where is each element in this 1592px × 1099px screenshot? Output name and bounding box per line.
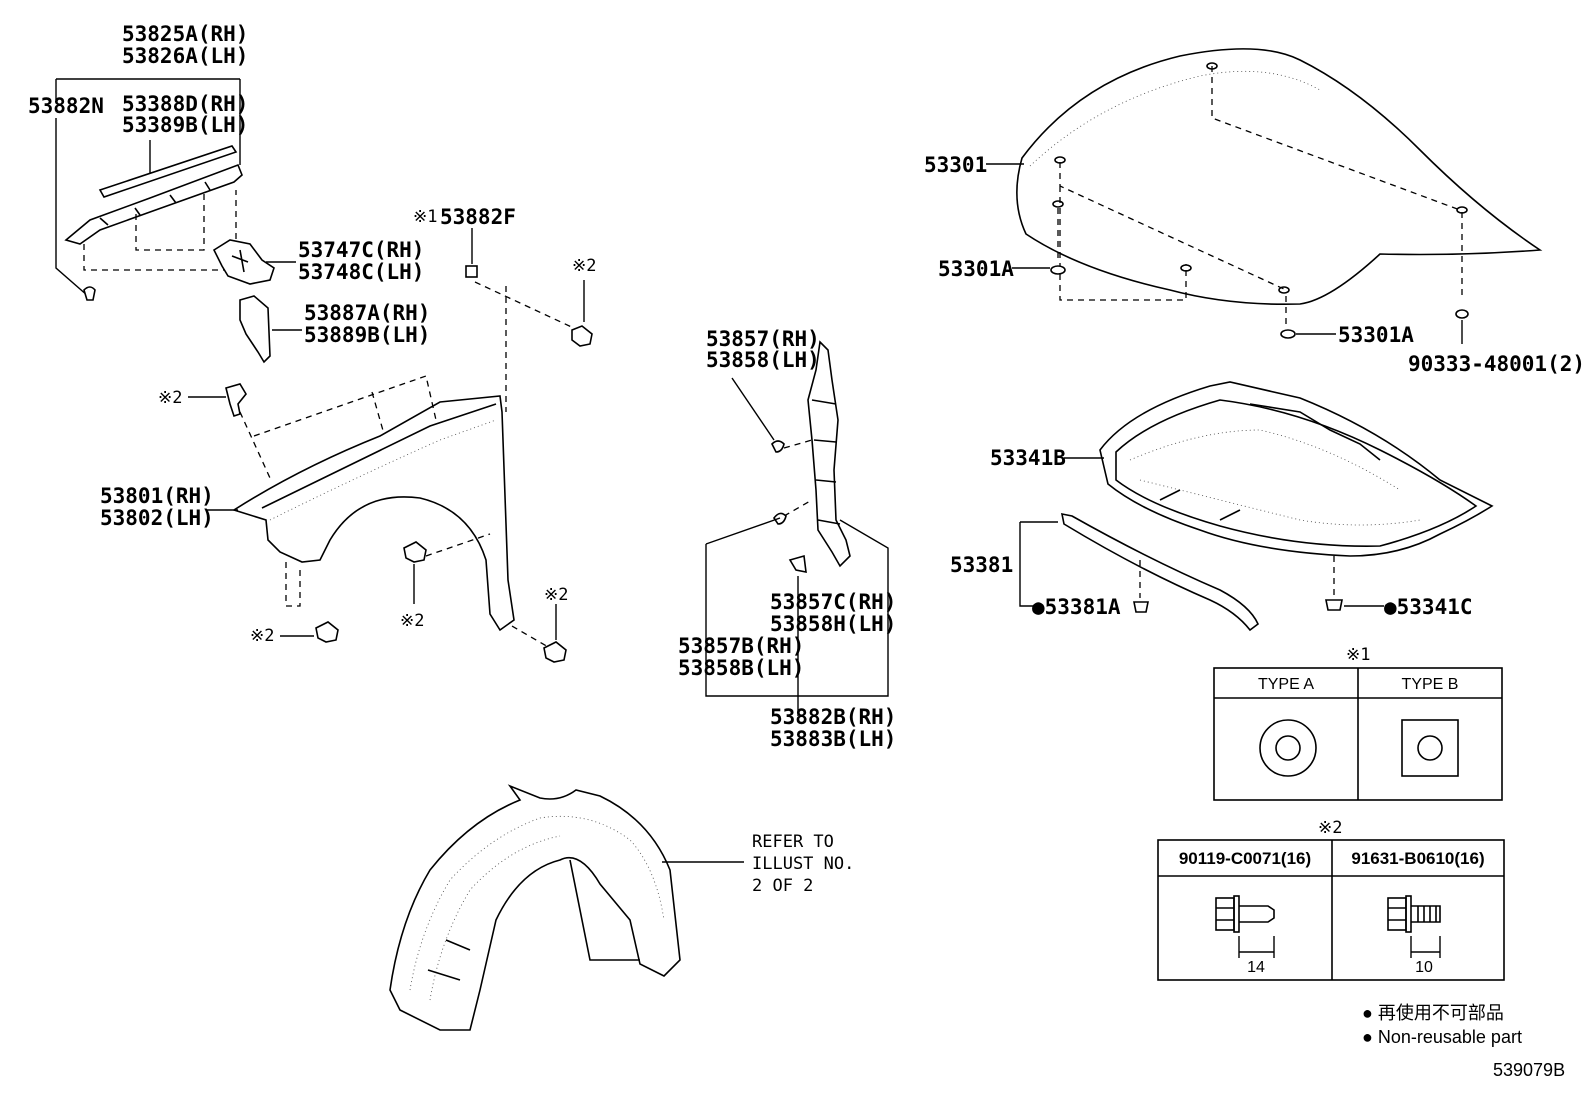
bracket-53747C — [212, 239, 275, 285]
label-53857C: 53857C(RH) — [770, 590, 896, 614]
bolt-lower-right — [543, 641, 567, 663]
label-53748C: 53748C(LH) — [298, 260, 424, 284]
fender-seal-53857 — [807, 340, 851, 568]
label-53388D: 53388D(RH) — [122, 92, 248, 116]
cowl-seal-strip — [98, 145, 238, 198]
front-fender — [232, 395, 515, 632]
table-bolts: ※2 90119-C0071(16) 91631-B0610(16) 14 — [1157, 818, 1505, 981]
dashed-guides-cowl — [83, 190, 237, 271]
label-53747C: 53747C(RH) — [298, 238, 424, 262]
fender-liner-group: REFER TO ILLUST NO. 2 OF 2 — [389, 784, 854, 1031]
bolt-91631-icon — [1387, 895, 1441, 958]
label-53801: 53801(RH) — [100, 484, 214, 508]
nut-53882F — [465, 265, 478, 278]
hood-insulator — [1099, 381, 1494, 557]
label-53341B: 53341B — [990, 446, 1066, 470]
label-53887A: 53887A(RH) — [304, 301, 430, 325]
label-90333: 90333-48001(2) — [1408, 352, 1585, 376]
mark-note2-e: ※2 — [544, 585, 568, 605]
table2-dim-a: 14 — [1247, 959, 1265, 976]
leader-53882N — [55, 118, 89, 297]
refer-line2: ILLUST NO. — [752, 854, 854, 874]
table2-mark: ※2 — [1318, 818, 1342, 838]
clip-53381A — [1133, 601, 1149, 613]
label-53381A: ●53381A — [1032, 595, 1121, 619]
insulator-group: 53341B ●53341C — [990, 381, 1494, 619]
label-53882B: 53882B(RH) — [770, 705, 896, 729]
label-53858B: 53858B(LH) — [678, 656, 804, 680]
cowl-bracket — [64, 163, 243, 245]
legend-line-en: ● Non-reusable part — [1362, 1027, 1522, 1047]
fender-liner — [389, 784, 681, 1031]
cowl-seal-group: 53825A(RH) 53826A(LH) 53882N 53388D(RH) … — [28, 22, 248, 301]
mark-53882F: ※1 — [413, 207, 437, 227]
hood-group: 53301 53301A 53301A 90333-48001(2) — [924, 48, 1585, 376]
label-53857: 53857(RH) — [706, 327, 820, 351]
label-53825A: 53825A(RH) — [122, 22, 248, 46]
leader-53825A — [55, 78, 241, 165]
table2-dim-b: 10 — [1415, 959, 1433, 976]
legend-line-jp: ● 再使用不可部品 — [1362, 1003, 1504, 1023]
table-type-ab: ※1 TYPE A TYPE B — [1213, 645, 1503, 801]
label-53826A: 53826A(LH) — [122, 44, 248, 68]
support-rod-group: 53381 ●53381A — [950, 512, 1259, 632]
type-b-inner-icon — [1417, 735, 1443, 761]
clip-53882N — [83, 286, 96, 301]
label-53882F: 53882F — [440, 205, 516, 229]
hood-seal-left — [1050, 265, 1066, 275]
table1-mark: ※1 — [1346, 645, 1370, 665]
bolt-90119-icon — [1215, 895, 1275, 958]
protector-53887A — [239, 295, 271, 364]
label-53883B: 53883B(LH) — [770, 727, 896, 751]
type-a-inner-icon — [1275, 735, 1301, 761]
label-53857B: 53857B(RH) — [678, 634, 804, 658]
hood-support-rod — [1060, 512, 1259, 632]
clip-53857C — [788, 554, 807, 574]
bolt-top — [571, 325, 593, 347]
hood-seal-right — [1280, 329, 1296, 339]
clip-53857 — [771, 440, 785, 453]
fender-group: ※1 53882F ※2 ※2 53801(RH) 53802(LH) ※2 ※… — [100, 205, 596, 663]
mark-note2-b: ※2 — [158, 388, 182, 408]
fender-brackets-group: 53747C(RH) 53748C(LH) 53887A(RH) 53889B(… — [212, 238, 430, 364]
label-53858: 53858(LH) — [706, 348, 820, 372]
fender-seal-group: 53857(RH) 53858(LH) 53857C(RH) 53858H(LH… — [678, 327, 896, 751]
table2-col-b: 91631-B0610(16) — [1351, 849, 1484, 868]
label-53389B: 53389B(LH) — [122, 113, 248, 137]
label-53301A-left: 53301A — [938, 257, 1014, 281]
type-b-square-icon — [1401, 719, 1459, 777]
label-53858H: 53858H(LH) — [770, 612, 896, 636]
bolt-left — [225, 383, 247, 418]
label-53882N: 53882N — [28, 94, 104, 118]
bolt-lower-left — [315, 621, 339, 643]
diagram-id: 539079B — [1493, 1060, 1565, 1080]
clip-53341C — [1325, 599, 1343, 611]
table1-col-b: TYPE B — [1402, 676, 1459, 693]
table2-frame — [1157, 839, 1505, 981]
mark-note2-c: ※2 — [400, 611, 424, 631]
refer-line3: 2 OF 2 — [752, 876, 813, 896]
type-a-outer-icon — [1259, 719, 1317, 777]
label-53301A-right: 53301A — [1338, 323, 1414, 347]
legend: ● 再使用不可部品 ● Non-reusable part — [1362, 1003, 1522, 1047]
bracket-box-53882B — [705, 517, 889, 697]
mark-note2-d: ※2 — [250, 626, 274, 646]
table2-col-a: 90119-C0071(16) — [1179, 849, 1311, 868]
table1-col-a: TYPE A — [1258, 676, 1314, 693]
hood-panel — [1016, 48, 1543, 306]
label-53301: 53301 — [924, 153, 987, 177]
bolt-mid — [403, 541, 427, 563]
hood-cushion — [1455, 309, 1469, 319]
label-53889B: 53889B(LH) — [304, 323, 430, 347]
label-53802: 53802(LH) — [100, 506, 214, 530]
label-53341C: ●53341C — [1384, 595, 1473, 619]
mark-note2-a: ※2 — [572, 256, 596, 276]
refer-line1: REFER TO — [752, 832, 834, 852]
label-53381: 53381 — [950, 553, 1013, 577]
